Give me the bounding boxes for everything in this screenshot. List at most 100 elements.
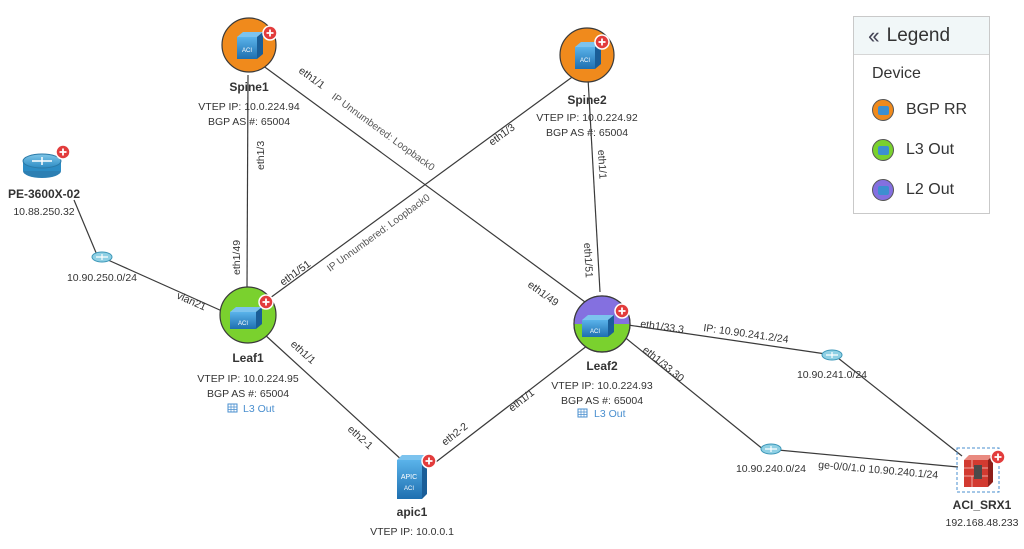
legend-section-title: Device [872, 65, 921, 82]
legend-item-l2-out: L2 Out [872, 177, 989, 203]
node-vtep: VTEP IP: 10.0.0.1 [370, 526, 454, 538]
svg-text:ACI: ACI [590, 329, 600, 335]
link-label: eth1/1 [288, 338, 318, 367]
add-badge-icon[interactable] [262, 25, 278, 41]
subnet-10-90-250[interactable]: 10.90.250.0/24 [67, 251, 137, 284]
legend-item-bgp-rr: BGP RR [872, 97, 989, 123]
link-label: vlan21 [175, 290, 208, 314]
link-s2-srx[interactable] [837, 357, 963, 457]
link-label: eth1/3 [487, 121, 518, 148]
selection-frame [956, 447, 1000, 493]
legend-item-label: BGP RR [906, 101, 968, 118]
legend-item-label: L2 Out [906, 181, 955, 198]
node-bgp: BGP AS #: 65004 [546, 127, 628, 139]
add-badge-icon[interactable] [594, 34, 610, 50]
link-leaf1-apic[interactable] [263, 333, 405, 463]
link-spine2-leaf2[interactable] [587, 77, 601, 293]
link-spine1-leaf2[interactable] [261, 64, 586, 303]
node-name: Spine1 [229, 80, 269, 94]
link-label: eth1/51 [581, 243, 595, 279]
add-badge-icon[interactable] [614, 303, 630, 319]
add-badge-icon[interactable] [258, 294, 274, 310]
link-pe-subnet[interactable] [73, 199, 98, 256]
aci-switch-icon: ACI [230, 307, 262, 329]
node-name: Spine2 [567, 93, 607, 107]
node-vtep: VTEP IP: 10.0.224.93 [551, 380, 653, 392]
legend-item-label: L3 Out [906, 141, 955, 158]
subnet-icon [760, 443, 782, 455]
node-leaf1[interactable]: ACI Leaf1 VTEP IP: 10.0.224.95 BGP AS #:… [197, 286, 299, 415]
link-spine1-leaf1[interactable] [246, 74, 249, 291]
node-vtep: VTEP IP: 10.0.224.94 [198, 101, 300, 113]
subnet-label: 10.90.240.0/24 [736, 463, 806, 475]
legend-title: Legend [886, 24, 951, 46]
node-pe-router[interactable]: PE-3600X-02 10.88.250.32 [8, 144, 80, 218]
link-label: eth1/49 [231, 240, 243, 275]
node-name: Leaf2 [586, 359, 618, 373]
legend-item-l3-out: L3 Out [872, 137, 989, 163]
link-label: IP Unnumbered: Loopback0 [329, 92, 436, 174]
node-spine2[interactable]: ACI Spine2 VTEP IP: 10.0.224.92 BGP AS #… [536, 27, 638, 139]
subnet-label: 10.90.241.0/24 [797, 369, 867, 381]
subnet-10-90-240[interactable]: 10.90.240.0/24 [736, 443, 806, 475]
table-icon[interactable] [227, 403, 238, 413]
node-bgp: BGP AS #: 65004 [207, 388, 289, 400]
node-name: apic1 [397, 505, 428, 519]
l3-out-icon [872, 139, 894, 161]
node-vtep: VTEP IP: 10.0.224.95 [197, 373, 299, 385]
node-apic1[interactable]: APIC ACI apic1 VTEP IP: 10.0.0.1 [370, 453, 454, 538]
link-label: eth1/51 [278, 258, 314, 288]
node-leaf2[interactable]: ACI Leaf2 VTEP IP: 10.0.224.93 BGP AS #:… [551, 295, 653, 420]
collapse-chevron-icon[interactable]: ‹‹ [868, 22, 880, 48]
add-badge-icon[interactable] [55, 144, 71, 160]
link-leaf2-s2[interactable] [627, 324, 827, 355]
node-aci-srx1[interactable]: ACI_SRX1 192.168.48.233 [946, 447, 1019, 529]
node-spine1[interactable]: ACI Spine1 VTEP IP: 10.0.224.94 BGP AS #… [198, 17, 300, 128]
l2-out-icon [872, 179, 894, 201]
add-badge-icon[interactable] [421, 453, 437, 469]
svg-text:ACI: ACI [404, 486, 414, 492]
node-name: PE-3600X-02 [8, 187, 80, 201]
node-name: Leaf1 [232, 351, 264, 365]
subnet-10-90-241[interactable]: 10.90.241.0/24 [797, 349, 867, 381]
link-label: eth1/33.3 [640, 318, 685, 336]
link-label: eth1/49 [525, 279, 561, 309]
router-icon [22, 153, 62, 178]
firewall-icon [964, 455, 993, 487]
link-leaf2-apic[interactable] [431, 341, 593, 466]
svg-text:ACI: ACI [580, 58, 590, 64]
link-label: eth2-2 [439, 420, 470, 448]
svg-text:ACI: ACI [242, 48, 252, 54]
link-label: IP Unnumbered: Loopback0 [325, 192, 432, 274]
subnet-icon [821, 349, 843, 361]
link-label: eth1/1 [506, 387, 537, 415]
node-ip: 192.168.48.233 [946, 517, 1019, 529]
subnet-icon [91, 251, 113, 263]
legend-panel: ‹‹ Legend Device BGP RR L3 Out L2 Out [853, 16, 990, 214]
l3-out-link[interactable]: L3 Out [594, 408, 626, 420]
link-spine2-leaf1[interactable] [269, 74, 576, 299]
svg-text:ACI: ACI [238, 321, 248, 327]
aci-switch-icon: ACI [237, 32, 263, 59]
add-badge-icon[interactable] [990, 449, 1006, 465]
legend-header[interactable]: ‹‹ Legend [854, 17, 989, 55]
l3-out-link[interactable]: L3 Out [243, 403, 275, 415]
table-icon[interactable] [577, 408, 588, 418]
bgp-rr-icon [872, 99, 894, 121]
node-bgp: BGP AS #: 65004 [561, 395, 643, 407]
node-vtep: VTEP IP: 10.0.224.92 [536, 112, 638, 124]
link-leaf2-s3[interactable] [621, 334, 765, 451]
svg-text:APIC: APIC [401, 474, 417, 481]
node-bgp: BGP AS #: 65004 [208, 116, 290, 128]
links [73, 64, 963, 468]
link-s3-srx[interactable] [777, 449, 959, 468]
node-ip: 10.88.250.32 [13, 206, 74, 218]
link-label: eth1/1 [595, 150, 609, 180]
apic-controller-icon: APIC ACI [397, 455, 427, 499]
link-label: ge-0/0/1.0 10.90.240.1/24 [818, 459, 939, 481]
node-name: ACI_SRX1 [953, 498, 1012, 512]
link-label: eth1/1 [296, 65, 327, 92]
link-subnet-leaf1[interactable] [107, 259, 223, 312]
aci-switch-icon: ACI [582, 315, 614, 337]
